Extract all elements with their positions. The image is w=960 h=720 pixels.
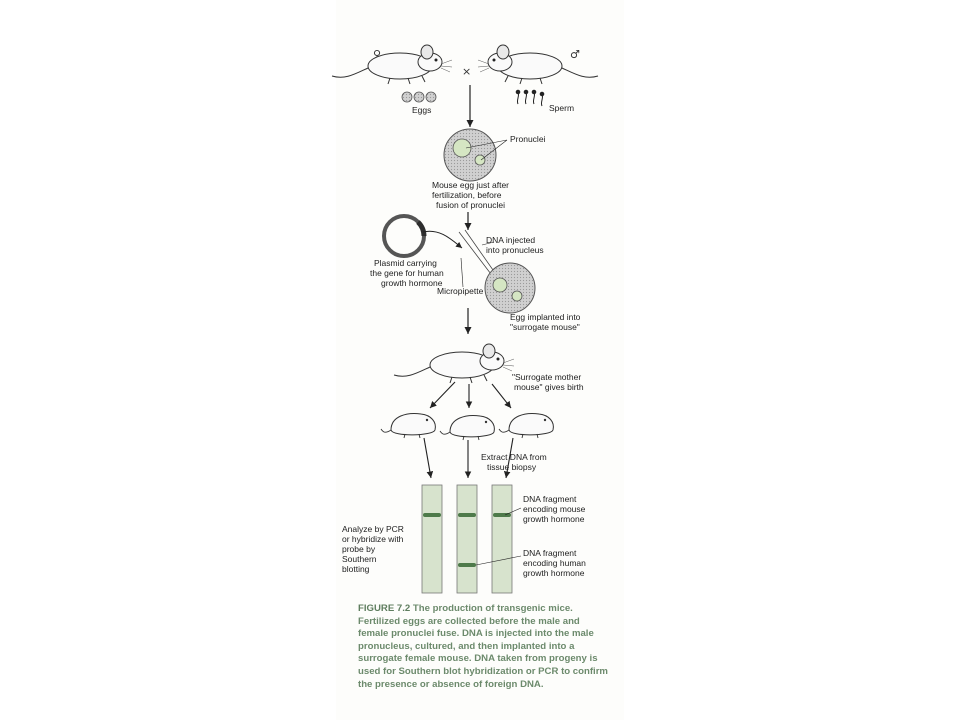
analyze-label-1: Analyze by PCR [342, 524, 404, 534]
pronuclei-pointer [465, 139, 508, 149]
figure-caption: FIGURE 7.2 The production of transgenic … [358, 603, 608, 691]
caption-text: The production of transgenic mice. Ferti… [358, 603, 608, 690]
pup-3 [498, 413, 554, 439]
extract-dna-label-2: tissue biopsy [487, 462, 537, 472]
human-fragment-label-3: growth hormone [523, 568, 585, 578]
gel-lane-2 [456, 484, 478, 594]
male-pronucleus [474, 154, 486, 166]
analyze-label-4: Southern [342, 554, 377, 564]
male-symbol: ♂ [570, 48, 580, 61]
mouse-fragment-pointer [504, 507, 522, 516]
sperm-label: Sperm [549, 103, 574, 113]
fertilized-egg [443, 128, 497, 182]
female-mouse [331, 44, 453, 85]
female-pronucleus [452, 138, 472, 158]
egg-implanted-label-1: Egg implanted into [510, 312, 581, 322]
dna-injected-label-1: DNA injected [486, 235, 535, 245]
arrow-plasmid-to-pipette [422, 230, 463, 249]
cross-symbol: × [462, 65, 471, 78]
analyze-label-2: or hybridize with [342, 534, 404, 544]
arrow-to-pup-1 [429, 381, 456, 409]
band-lane2-human [458, 563, 476, 567]
band-lane3-mouse [493, 513, 511, 517]
arrow-to-lane-1 [423, 437, 434, 479]
female-symbol: ♀ [373, 48, 381, 61]
pup-1 [380, 413, 436, 439]
extract-dna-label-1: Extract DNA from [481, 452, 547, 462]
pup-2 [439, 415, 495, 441]
human-fragment-label-2: encoding human [523, 558, 586, 568]
micropipette-label: Micropipette [437, 286, 484, 296]
band-lane1-mouse [423, 513, 441, 517]
injected-pronucleus [492, 277, 508, 293]
mouse-egg-label-1: Mouse egg just after [432, 180, 509, 190]
human-fragment-pointer [475, 555, 522, 566]
egg-implanted-label-2: "surrogate mouse" [510, 322, 580, 332]
mouse-fragment-label-2: encoding mouse [523, 504, 586, 514]
mouse-egg-label-2: fertilization, before [432, 190, 502, 200]
eggs-label: Eggs [412, 105, 431, 115]
male-mouse [477, 44, 599, 85]
injected-egg [484, 262, 536, 314]
mouse-egg-label-3: fusion of pronuclei [436, 200, 505, 210]
plasmid-label-3: growth hormone [381, 278, 443, 288]
surrogate-mouse [393, 343, 515, 384]
surrogate-label-2: mouse" gives birth [514, 382, 584, 392]
human-fragment-label-1: DNA fragment [523, 548, 577, 558]
sperm-cluster [515, 89, 545, 107]
analyze-label-3: probe by [342, 544, 376, 554]
mouse-fragment-label-1: DNA fragment [523, 494, 577, 504]
mouse-fragment-label-3: growth hormone [523, 514, 585, 524]
gel-lane-3 [491, 484, 513, 594]
dna-injected-label-2: into pronucleus [486, 245, 544, 255]
micropipette-pointer [460, 257, 464, 288]
figure-label: FIGURE 7.2 [358, 603, 411, 614]
analyze-label-5: blotting [342, 564, 370, 574]
pronuclei-label: Pronuclei [510, 134, 546, 144]
plasmid-label-1: Plasmid carrying [374, 258, 437, 268]
band-lane2-mouse [458, 513, 476, 517]
arrow-to-lane-3 [503, 437, 514, 479]
eggs-cluster [401, 91, 437, 103]
plasmid-label-2: the gene for human [370, 268, 444, 278]
plasmid-insert [416, 220, 427, 237]
gel-lane-1 [421, 484, 443, 594]
arrow-to-pup-3 [491, 383, 512, 409]
surrogate-label-1: "Surrogate mother [512, 372, 581, 382]
